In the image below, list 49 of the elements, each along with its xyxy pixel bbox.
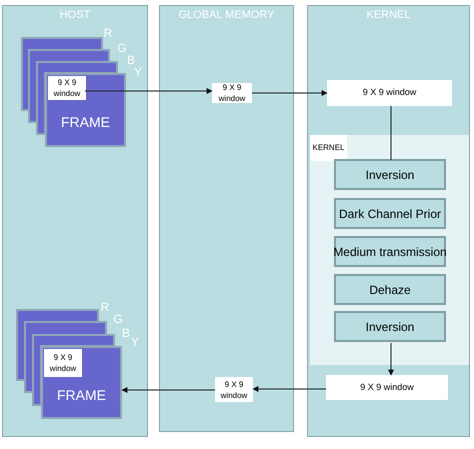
window-box xyxy=(44,349,82,377)
window-box xyxy=(326,375,448,400)
window-box xyxy=(327,80,452,106)
window-box xyxy=(48,76,86,100)
box-label: Medium transmission xyxy=(333,244,447,260)
channel-letter: B xyxy=(122,327,130,339)
box-label: FRAME xyxy=(61,115,110,129)
box-label: Inversion xyxy=(366,166,414,184)
channel-letter: G xyxy=(117,42,127,54)
kernel-tag xyxy=(310,135,347,161)
panel xyxy=(159,5,294,432)
process-box xyxy=(334,236,446,267)
panel xyxy=(307,5,470,437)
arrow xyxy=(84,88,213,94)
connector-line xyxy=(390,106,392,160)
process-box xyxy=(334,311,446,342)
box-label: 9 X 9 window xyxy=(362,86,416,100)
process-box xyxy=(334,198,446,229)
channel-letter: R xyxy=(104,27,112,39)
section-title: KERNEL xyxy=(366,10,411,21)
channel-letter: B xyxy=(127,54,135,66)
window-box xyxy=(215,377,253,402)
arrow xyxy=(252,386,326,392)
channel-letter: R xyxy=(100,301,110,313)
section-title: GLOBAL MEMORY xyxy=(178,10,274,21)
channel-letter: G xyxy=(113,313,123,325)
arrow xyxy=(252,90,328,96)
box-label: FRAME xyxy=(57,388,106,402)
panel xyxy=(2,5,148,437)
arrow xyxy=(388,342,394,376)
box-label: KERNEL xyxy=(312,142,344,154)
channel-letter: Y xyxy=(134,66,142,78)
process-box xyxy=(334,159,446,190)
box-label: 9 X 9 window xyxy=(52,77,82,99)
box-label: Dehaze xyxy=(369,282,411,298)
window-box xyxy=(212,83,252,103)
box-label: Inversion xyxy=(366,318,414,336)
arrow xyxy=(121,387,216,393)
box-label: 9 X 9 window xyxy=(220,378,248,400)
box-label: Dark Channel Prior xyxy=(338,206,442,222)
section-title: HOST xyxy=(60,10,90,21)
kernel-pane xyxy=(310,135,469,365)
frame-card xyxy=(45,73,126,147)
process-box xyxy=(334,274,446,305)
box-label: 9 X 9 window xyxy=(48,352,78,374)
box-label: 9 X 9 window xyxy=(218,82,246,104)
box-label: 9 X 9 window xyxy=(360,380,414,394)
frame-card xyxy=(41,346,122,419)
channel-letter: Y xyxy=(131,336,139,348)
